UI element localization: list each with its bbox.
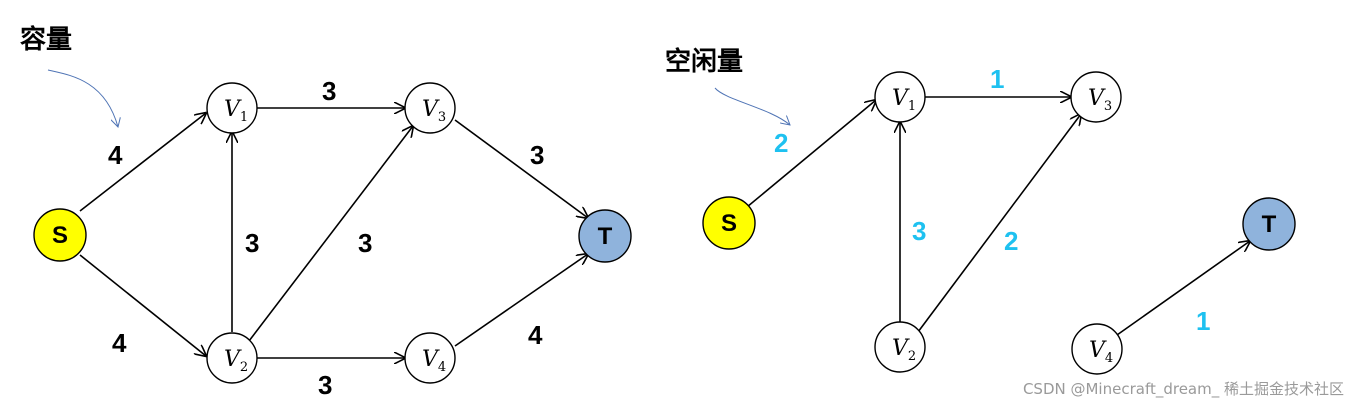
capacity-title: 容量 — [20, 24, 72, 55]
node-s-label: S — [52, 222, 68, 249]
residual-pointer-arrow — [714, 87, 790, 125]
capacity-label-v1-v3: 3 — [322, 76, 336, 106]
node-s: S — [702, 196, 756, 250]
node-v4-label: V4 — [422, 347, 446, 375]
node-v1: V1 — [874, 71, 926, 123]
node-v2-label: V2 — [224, 347, 248, 375]
node-v1: V1 — [206, 82, 258, 134]
node-t: T — [1242, 197, 1296, 251]
free-label-v1-v3: 1 — [990, 64, 1004, 94]
node-v3-label: V3 — [1088, 86, 1112, 114]
edge-v3-t — [454, 119, 588, 218]
edge-v4-t — [1116, 241, 1250, 336]
node-v4: V4 — [404, 332, 456, 384]
edge-s-v2 — [79, 254, 206, 356]
capacity-label-v2-v1: 3 — [245, 228, 259, 258]
node-t-label: T — [1262, 211, 1277, 238]
node-v3-label: V3 — [422, 97, 446, 125]
node-s-label: S — [721, 210, 737, 237]
node-v3: V3 — [404, 82, 456, 134]
node-v2: V2 — [206, 332, 258, 384]
node-v4: V4 — [1071, 323, 1123, 375]
node-v2: V2 — [874, 321, 926, 373]
node-v1-label: V1 — [224, 97, 248, 125]
capacity-label-v2-v4: 3 — [318, 370, 332, 400]
edge-s-v1 — [79, 113, 206, 212]
capacity-label-v3-t: 3 — [530, 140, 544, 170]
capacity-label-v2-v3: 3 — [358, 228, 372, 258]
node-t-label: T — [598, 223, 613, 250]
edge-v2-v3 — [917, 114, 1081, 333]
capacity-label-s-v1: 4 — [108, 140, 123, 170]
node-v4-label: V4 — [1089, 338, 1113, 366]
capacity-diagram: 容量 4 4 3 3 3 3 3 4 S V1 V2 — [20, 24, 632, 400]
free-label-s-v1: 2 — [774, 128, 788, 158]
capacity-label-v4-t: 4 — [528, 320, 543, 350]
free-label-v2-v1: 3 — [912, 216, 926, 246]
residual-title: 空闲量 — [665, 46, 743, 77]
edge-v4-t — [454, 254, 588, 347]
edge-s-v1 — [746, 100, 876, 208]
node-t: T — [578, 209, 632, 263]
capacity-pointer-arrow — [47, 69, 118, 127]
edge-v2-v3 — [248, 126, 413, 342]
residual-diagram: 空闲量 2 1 3 2 1 S V1 V2 V3 — [665, 46, 1296, 375]
free-label-v4-t: 1 — [1196, 306, 1210, 336]
capacity-label-s-v2: 4 — [112, 328, 127, 358]
watermark-text: CSDN @Minecraft_dream_ 稀土掘金技术社区 — [1022, 380, 1344, 398]
node-v3: V3 — [1070, 71, 1122, 123]
node-s: S — [33, 208, 87, 262]
node-v2-label: V2 — [892, 336, 916, 364]
free-label-v2-v3: 2 — [1004, 226, 1018, 256]
node-v1-label: V1 — [892, 86, 916, 114]
